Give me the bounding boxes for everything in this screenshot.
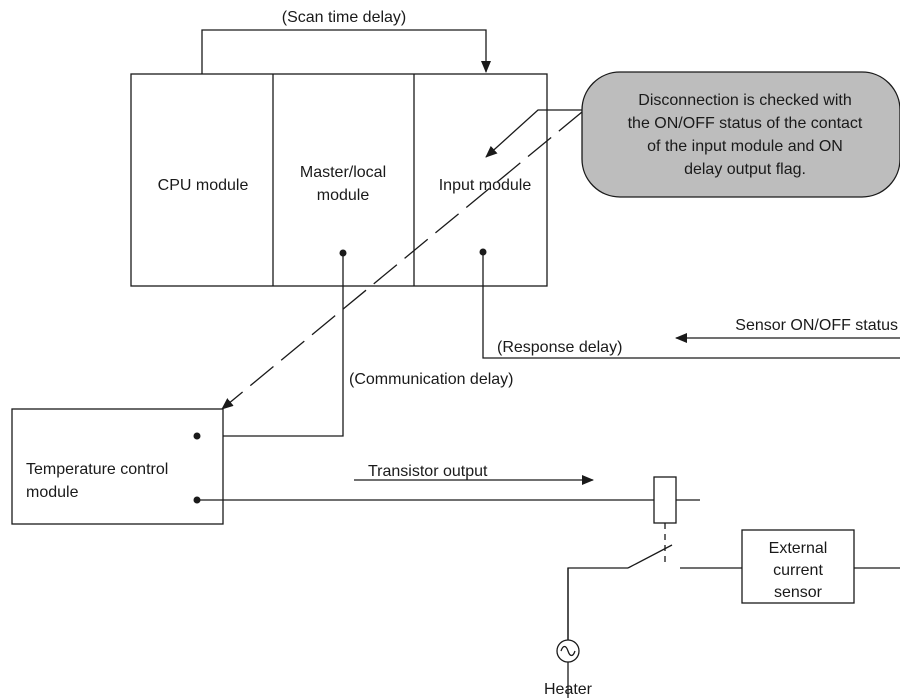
ext-sensor-label-3: sensor — [774, 584, 823, 601]
communication-delay-label: (Communication delay) — [349, 371, 514, 388]
temp-control-terminal-1 — [193, 432, 201, 440]
temp-control-label-2: module — [26, 484, 79, 501]
sensor-status-label: Sensor ON/OFF status — [735, 317, 898, 334]
callout-text-2: the ON/OFF status of the contact — [628, 115, 863, 132]
relay-contact-switch — [627, 544, 673, 569]
scan-time-delay-label: (Scan time delay) — [282, 9, 407, 26]
callout-text-4: delay output flag. — [684, 161, 806, 178]
communication-line — [197, 253, 344, 437]
cpu-module-label: CPU module — [158, 177, 249, 194]
response-line — [482, 252, 900, 359]
temp-control-label-1: Temperature control — [26, 461, 168, 478]
scan-delay-loop — [201, 29, 491, 74]
heater-ac-source-icon — [556, 639, 580, 663]
relay-coil — [653, 476, 677, 524]
callout-pointer-temp-control — [221, 111, 583, 410]
callout-text-3: of the input module and ON — [647, 138, 843, 155]
heater-supply-line — [567, 567, 628, 698]
plc-module-block — [130, 73, 548, 287]
ext-sensor-label-1: External — [769, 540, 828, 557]
callout-bubble — [581, 71, 900, 198]
callout-text-1: Disconnection is checked with — [638, 92, 851, 109]
transistor-output-label: Transistor output — [368, 463, 488, 480]
master-local-label-2: module — [317, 187, 370, 204]
temperature-control-module — [11, 408, 224, 525]
response-delay-label: (Response delay) — [497, 339, 622, 356]
callout-pointer-input — [485, 109, 582, 158]
external-current-sensor — [741, 529, 855, 604]
input-module-label: Input module — [439, 177, 532, 194]
ext-sensor-label-2: current — [773, 562, 823, 579]
heater-label: Heater — [544, 681, 593, 698]
master-local-label-1: Master/local — [300, 164, 386, 181]
